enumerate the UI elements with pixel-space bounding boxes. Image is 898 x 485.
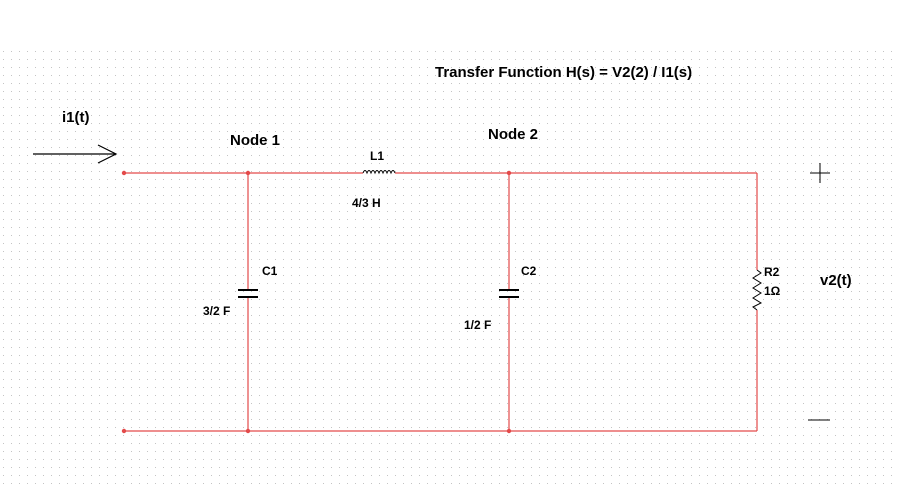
circuit-wires xyxy=(124,172,758,432)
junction-node-1-top xyxy=(245,170,251,176)
capacitor-c1-name: C1 xyxy=(262,264,278,278)
node-1-label: Node 1 xyxy=(230,132,280,149)
capacitor-c2-icon xyxy=(499,289,519,298)
plus-sign-icon xyxy=(810,163,830,183)
grid-background xyxy=(0,50,898,485)
inductor-coil-icon xyxy=(362,170,396,175)
inductor-l1-name: L1 xyxy=(370,149,384,163)
junction-node-2-top xyxy=(506,170,512,176)
junction-node-1-bottom xyxy=(245,428,251,434)
capacitor-c1-icon xyxy=(238,289,258,298)
resistor-zigzag-icon xyxy=(752,269,763,311)
terminal-top-left xyxy=(121,170,127,176)
output-voltage-label: v2(t) xyxy=(820,272,852,289)
input-current-label: i1(t) xyxy=(62,109,90,126)
junction-node-2-bottom xyxy=(506,428,512,434)
terminal-bottom-left xyxy=(121,428,127,434)
inductor-l1-value: 4/3 H xyxy=(352,196,381,210)
capacitor-c2-name: C2 xyxy=(521,264,537,278)
transfer-function-title: Transfer Function H(s) = V2(2) / I1(s) xyxy=(435,64,692,81)
capacitor-c2[interactable]: C2 1/2 F xyxy=(464,264,537,332)
capacitor-c1-value: 3/2 F xyxy=(203,304,230,318)
junction-dots xyxy=(121,170,512,434)
capacitor-c1[interactable]: C1 3/2 F xyxy=(203,264,278,318)
resistor-r2[interactable]: R2 1Ω xyxy=(752,265,781,311)
resistor-r2-value: 1Ω xyxy=(764,284,781,298)
resistor-r2-name: R2 xyxy=(764,265,780,279)
input-arrow-icon xyxy=(33,144,118,164)
capacitor-c2-value: 1/2 F xyxy=(464,318,491,332)
node-2-label: Node 2 xyxy=(488,126,538,143)
inductor-l1[interactable]: L1 4/3 H xyxy=(352,149,396,210)
